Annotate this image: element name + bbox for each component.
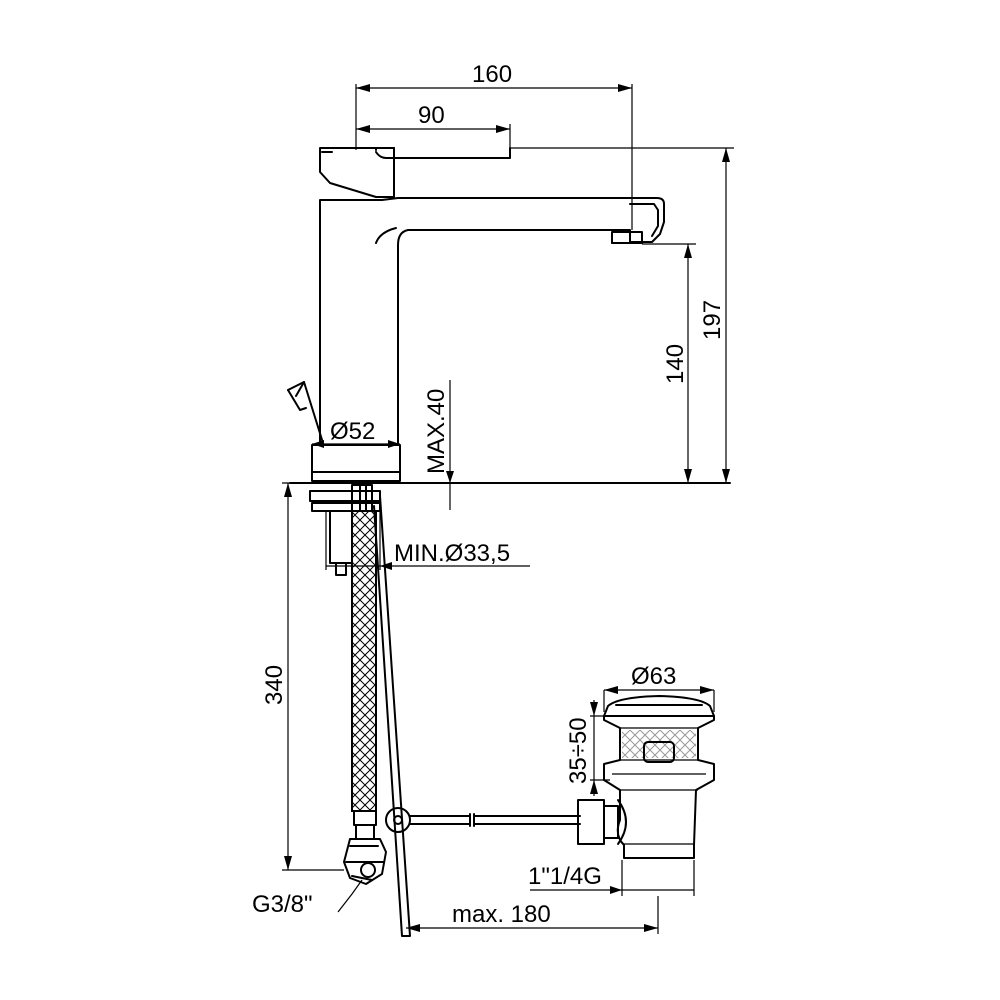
dim-rod-length: max. 180: [452, 901, 551, 928]
dim-spout-height: 140: [662, 344, 689, 384]
dim-drain-range: 35÷50: [565, 717, 592, 784]
dim-total-height: 197: [699, 300, 726, 340]
dim-base-diameter: Ø52: [330, 418, 375, 445]
faucet-body: [287, 147, 665, 482]
dim-drain-diameter: Ø63: [631, 663, 676, 690]
drain-assembly: [577, 695, 715, 859]
pop-up-rod: [373, 495, 581, 937]
dim-spout-reach: 160: [472, 61, 512, 88]
dim-hose-thread: G3/8": [252, 891, 313, 918]
dim-max-deck-thickness: MAX.40: [423, 389, 450, 474]
dim-hose-length: 340: [261, 665, 288, 705]
dimension-lines: [282, 84, 734, 934]
dim-drain-thread: 1"1/4G: [528, 863, 602, 890]
flexible-hose: [343, 510, 387, 885]
dim-min-hole-diameter: MIN.Ø33,5: [394, 540, 510, 567]
dim-handle-length: 90: [418, 102, 445, 129]
